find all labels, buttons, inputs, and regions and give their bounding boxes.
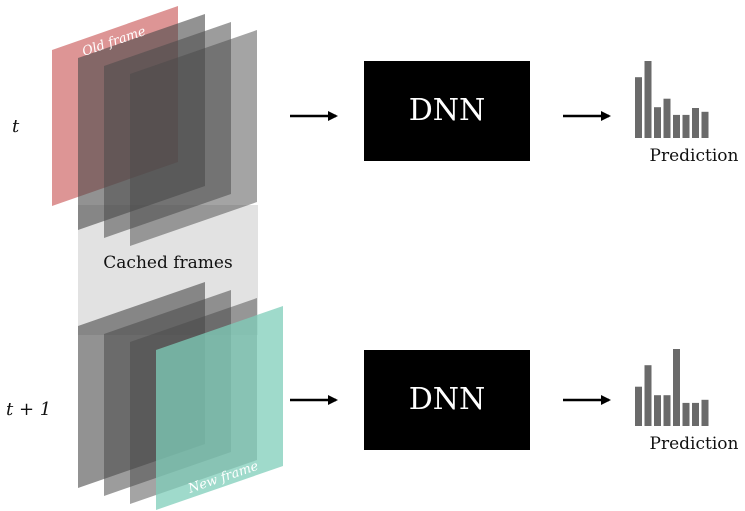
prediction-bars-t (635, 61, 709, 138)
prediction-bar (654, 395, 661, 426)
prediction-bar (692, 402, 699, 426)
cached-frames-label: Cached frames (103, 253, 232, 273)
frame-stack-t: Old frame (52, 6, 257, 246)
prediction-bar (644, 61, 652, 138)
prediction-bar (692, 108, 699, 138)
prediction-bar (644, 365, 652, 426)
dnn-box-t: DNN (364, 61, 530, 161)
dnn-box-t-plus-1: DNN (364, 350, 530, 450)
prediction-bar (701, 111, 709, 138)
prediction-bar (654, 107, 661, 138)
prediction-label-t-plus-1: Prediction (650, 434, 739, 454)
frame-stack-t-plus-1: New frame (78, 282, 283, 510)
prediction-bar (673, 349, 680, 426)
new-frame (156, 306, 283, 510)
prediction-bar (635, 386, 642, 426)
dnn-label: DNN (409, 93, 486, 128)
dnn-label: DNN (409, 382, 486, 417)
prediction-bar (673, 114, 680, 138)
time-label-t-plus-1: t + 1 (6, 399, 51, 420)
prediction-bar (701, 399, 709, 426)
prediction-bar (663, 395, 671, 426)
prediction-bar (682, 402, 690, 426)
prediction-bar (663, 98, 671, 138)
prediction-bars-t-plus-1 (635, 349, 709, 426)
prediction-bar (635, 77, 642, 138)
prediction-label-t: Prediction (650, 146, 739, 166)
prediction-bar (682, 114, 690, 138)
time-label-t: t (12, 116, 20, 137)
cached-frame (130, 30, 257, 246)
